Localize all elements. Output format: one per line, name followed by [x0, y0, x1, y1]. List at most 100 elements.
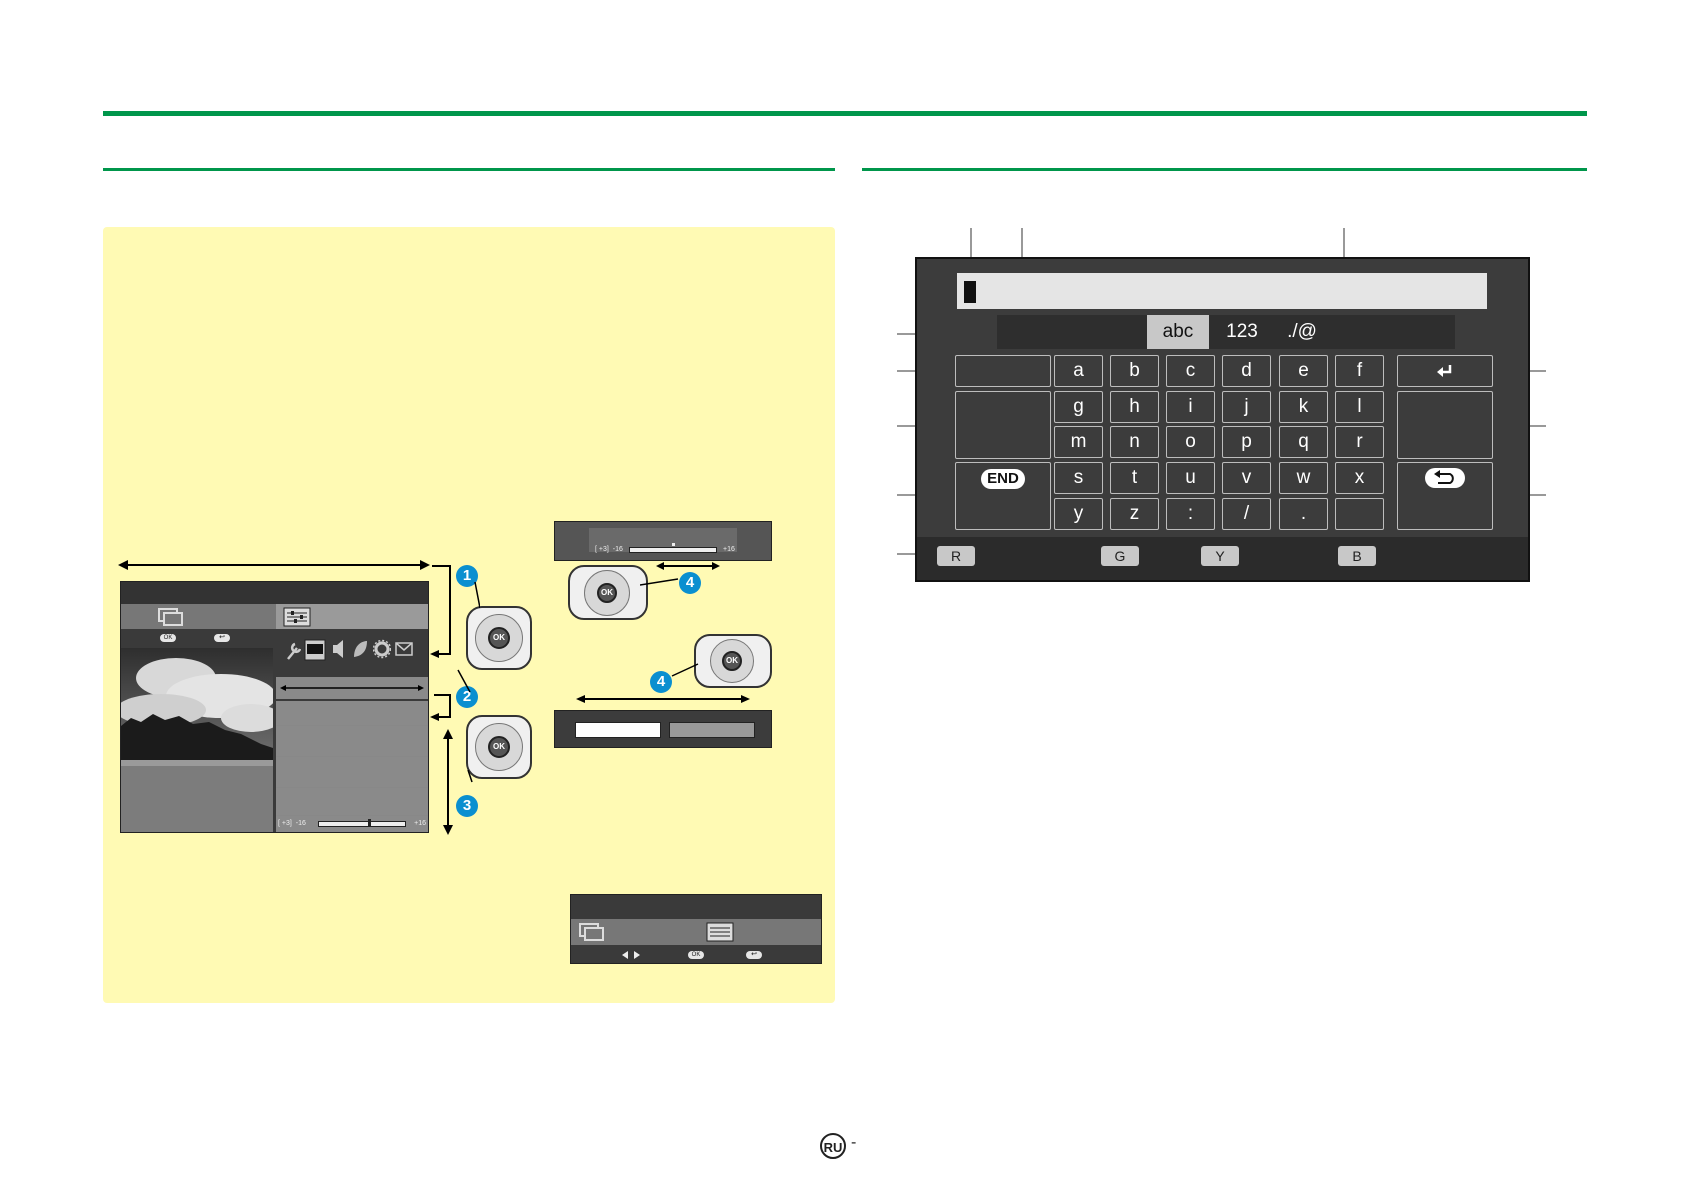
key-blank[interactable] — [1335, 498, 1384, 530]
key-.[interactable]: . — [1279, 498, 1328, 530]
page-dash: - — [851, 1134, 857, 1151]
key-c[interactable]: c — [1166, 355, 1215, 387]
layers-icon — [579, 923, 604, 941]
mini-min: -16 — [612, 546, 623, 553]
mini-slider-labels: [ +3] -16 +16 — [595, 544, 765, 556]
end-label: END — [981, 469, 1025, 489]
key-x[interactable]: x — [1335, 462, 1384, 494]
wrench-icon — [287, 642, 301, 660]
tab-abc[interactable]: abc — [1147, 315, 1209, 349]
return-hint-icon: ↩ — [214, 634, 230, 642]
ok-hint-icon: OK — [160, 634, 176, 642]
envelope-icon — [395, 642, 413, 656]
tab-symbols[interactable]: ./@ — [1287, 321, 1317, 342]
key-q[interactable]: q — [1279, 426, 1328, 458]
menu-icon-row — [276, 629, 428, 675]
settings-sliders-icon — [706, 922, 734, 942]
dpad-ring[interactable] — [475, 614, 523, 662]
key-z[interactable]: z — [1110, 498, 1159, 530]
key-m[interactable]: m — [1054, 426, 1103, 458]
key-y[interactable]: y — [1054, 498, 1103, 530]
key-i[interactable]: i — [1166, 391, 1215, 423]
key-a[interactable]: a — [1054, 355, 1103, 387]
ok-button[interactable]: OK — [722, 651, 742, 671]
key-n[interactable]: n — [1110, 426, 1159, 458]
end-key[interactable]: END — [955, 462, 1051, 530]
return-arrow-icon — [1425, 468, 1465, 488]
key-l[interactable]: l — [1335, 391, 1384, 423]
text-entry-field[interactable] — [957, 273, 1487, 309]
menu-row-divider — [276, 725, 428, 726]
ok-button[interactable]: OK — [597, 583, 617, 603]
ok-button[interactable]: OK — [488, 627, 510, 649]
left-key-2[interactable] — [955, 391, 1051, 459]
key-v[interactable]: v — [1222, 462, 1271, 494]
key-f[interactable]: f — [1335, 355, 1384, 387]
key-d[interactable]: d — [1222, 355, 1271, 387]
mini-max: +16 — [723, 546, 735, 553]
ok-button[interactable]: OK — [488, 736, 510, 758]
step-brackets — [430, 565, 453, 835]
key-o[interactable]: o — [1166, 426, 1215, 458]
tv-slider-row[interactable]: [ +3] -16 +16 — [278, 817, 428, 831]
key-p[interactable]: p — [1222, 426, 1271, 458]
left-key-1[interactable] — [955, 355, 1051, 387]
slider-osd: [ +3] -16 +16 — [554, 521, 772, 561]
item-width-arrow-icon — [280, 685, 424, 691]
menu-row-divider — [276, 787, 428, 788]
region-badge: RU — [820, 1133, 846, 1159]
mini-bracket: [ — [595, 546, 597, 553]
menu-title-bar — [121, 582, 428, 604]
left-section-rule — [103, 168, 835, 171]
tab-123[interactable]: 123 — [1226, 321, 1258, 342]
key-/[interactable]: / — [1222, 498, 1271, 530]
mini-slider-thumb[interactable] — [672, 543, 675, 546]
callout-line-4 — [640, 578, 679, 586]
option-selected[interactable] — [575, 722, 661, 738]
left-right-arrows-icon — [622, 951, 640, 959]
step-number-4: 4 — [679, 572, 701, 594]
key-e[interactable]: e — [1279, 355, 1328, 387]
gear-icon — [373, 639, 391, 659]
right-key-2[interactable] — [1397, 391, 1493, 459]
leaf-icon — [354, 641, 367, 657]
key-s[interactable]: s — [1054, 462, 1103, 494]
callout-line-4b — [671, 663, 699, 677]
key-r[interactable]: r — [1335, 426, 1384, 458]
step-number-4b: 4 — [650, 671, 672, 693]
mini-value: +3] — [598, 546, 609, 553]
key-j[interactable]: j — [1222, 391, 1271, 423]
menu-item-highlight[interactable] — [276, 677, 428, 699]
slider-track[interactable] — [318, 821, 406, 827]
key-b[interactable]: b — [1110, 355, 1159, 387]
key-k[interactable]: k — [1279, 391, 1328, 423]
key-u[interactable]: u — [1166, 462, 1215, 494]
top-rule — [103, 111, 1587, 116]
slider-thumb[interactable] — [368, 819, 371, 827]
step-number-3: 3 — [456, 795, 478, 817]
remote-dpad-1: OK — [466, 606, 532, 670]
ok-hint-icon: OK — [688, 951, 704, 959]
slider-value: +3] — [281, 820, 292, 827]
width-arrow-icon — [118, 560, 430, 570]
selection-width-arrow-icon — [576, 695, 750, 703]
key-g[interactable]: g — [1054, 391, 1103, 423]
key-w[interactable]: w — [1279, 462, 1328, 494]
slider-adjust-arrow-icon — [656, 562, 720, 570]
red-key[interactable]: R — [937, 546, 975, 566]
slider-min: -16 — [295, 820, 306, 827]
blue-key[interactable]: B — [1338, 546, 1376, 566]
enter-key[interactable] — [1397, 355, 1493, 387]
yellow-key[interactable]: Y — [1201, 546, 1239, 566]
green-key[interactable]: G — [1101, 546, 1139, 566]
back-key[interactable] — [1397, 462, 1493, 530]
selection-osd — [554, 710, 772, 748]
key-h[interactable]: h — [1110, 391, 1159, 423]
option-unselected[interactable] — [669, 722, 755, 738]
layers-icon — [158, 608, 183, 626]
step-number-1: 1 — [456, 565, 478, 587]
key-t[interactable]: t — [1110, 462, 1159, 494]
mini-slider-track[interactable] — [629, 547, 717, 553]
key-:[interactable]: : — [1166, 498, 1215, 530]
guide-bar-osd: OK ↩ — [570, 894, 822, 964]
